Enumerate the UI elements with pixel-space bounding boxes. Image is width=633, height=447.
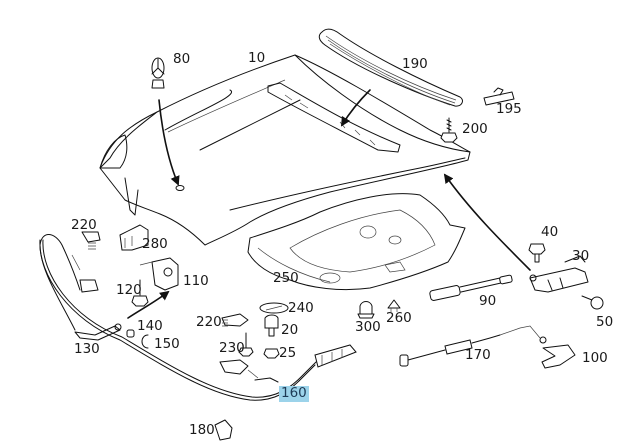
buffer-220-center	[221, 313, 249, 327]
clip-195	[483, 87, 515, 106]
label-90[interactable]: 90	[479, 293, 497, 309]
bolt-230	[238, 332, 254, 357]
label-150[interactable]: 150	[154, 336, 180, 352]
label-100[interactable]: 100	[582, 350, 608, 366]
clip-260	[387, 299, 401, 312]
label-230[interactable]: 230	[219, 340, 245, 356]
cable-holder-180	[214, 419, 233, 441]
cap-300	[357, 301, 375, 319]
star-emblem	[151, 57, 180, 186]
buffer-220-left	[71, 231, 101, 293]
release-handle	[541, 344, 576, 369]
gas-strut	[429, 274, 513, 301]
bracket-280	[119, 224, 149, 251]
label-200[interactable]: 200	[462, 121, 488, 137]
label-240[interactable]: 240	[288, 300, 314, 316]
latch	[219, 359, 259, 379]
label-170[interactable]: 170	[465, 347, 491, 363]
label-190[interactable]: 190	[402, 56, 428, 72]
insulation-panel	[247, 193, 466, 291]
label-50[interactable]: 50	[596, 314, 614, 330]
label-140[interactable]: 140	[137, 318, 163, 334]
label-20[interactable]: 20	[281, 322, 299, 338]
clip-150	[141, 334, 149, 349]
label-160-highlighted[interactable]: 160	[279, 385, 309, 402]
label-30[interactable]: 30	[572, 248, 590, 264]
hood-lock	[139, 257, 179, 291]
label-300[interactable]: 300	[355, 319, 381, 335]
release-cable-170	[399, 325, 547, 367]
bolt-120	[131, 279, 149, 307]
seal-240	[259, 302, 289, 314]
release-lever-130	[74, 323, 122, 341]
label-220-left[interactable]: 220	[71, 217, 97, 233]
label-120[interactable]: 120	[116, 282, 142, 298]
label-280[interactable]: 280	[142, 236, 168, 252]
label-10[interactable]: 10	[248, 50, 266, 66]
vent-grille	[318, 28, 463, 127]
label-260[interactable]: 260	[386, 310, 412, 326]
lever-arrow	[127, 290, 170, 319]
label-80[interactable]: 80	[173, 51, 191, 67]
label-220-center[interactable]: 220	[196, 314, 222, 330]
label-110[interactable]: 110	[183, 273, 209, 289]
label-180[interactable]: 180	[189, 422, 215, 438]
bushing-140	[126, 329, 135, 338]
bolt-40	[528, 243, 546, 263]
label-40[interactable]: 40	[541, 224, 559, 240]
bolt-50	[581, 295, 604, 310]
stop-buffer-20	[264, 314, 279, 337]
label-130[interactable]: 130	[74, 341, 100, 357]
label-195[interactable]: 195	[496, 101, 522, 117]
bowden-cable-160	[39, 234, 357, 401]
nut-25	[263, 348, 280, 359]
screw-200	[440, 117, 458, 143]
label-25[interactable]: 25	[279, 345, 297, 361]
hood-hinge	[529, 255, 589, 293]
label-250[interactable]: 250	[273, 270, 299, 286]
hinge-arrow	[443, 173, 531, 271]
hood-panel	[99, 54, 471, 246]
